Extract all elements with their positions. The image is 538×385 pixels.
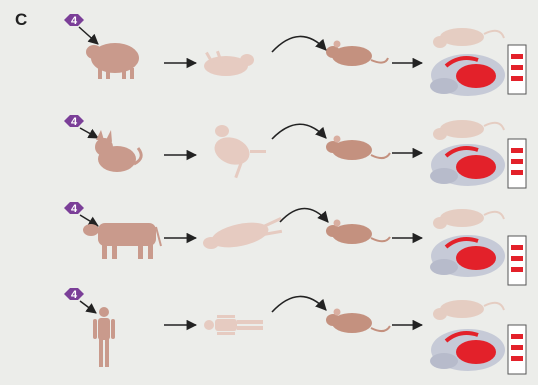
svg-text:4: 4 [71,116,78,128]
brain-icon [430,329,505,371]
brain-icon [430,235,505,277]
mouse-icon [326,220,390,245]
sick-mouse-icon [433,120,504,140]
brain-icon [430,144,505,186]
brain-icon [430,54,505,96]
row-cow: 4 [64,202,526,285]
badge: 4 [64,115,98,138]
svg-text:4: 4 [71,203,78,215]
sick-mouse-icon [433,28,504,48]
svg-text:4: 4 [71,289,78,301]
dead-sheep-icon [204,51,254,76]
cat-icon [95,130,141,172]
dead-cow-icon [203,217,282,252]
western-blot-icon [508,45,526,94]
sheep-icon [86,43,139,79]
mouse-icon [326,309,390,334]
western-blot-icon [508,139,526,188]
badge: 4 [64,14,98,44]
sick-mouse-icon [433,209,504,229]
mouse-icon [326,41,388,67]
western-blot-icon [508,325,526,374]
mouse-icon [326,136,390,161]
row-sheep: 4 [64,14,526,96]
row-cat: 4 [64,115,526,188]
dead-human-icon [204,315,263,335]
sick-mouse-icon [433,300,504,320]
human-icon [93,307,115,367]
row-human: 4 [64,288,526,374]
cow-icon [83,223,161,259]
svg-text:4: 4 [71,15,78,27]
badge: 4 [64,202,98,226]
western-blot-icon [508,236,526,285]
dead-cat-icon [211,125,266,178]
badge: 4 [64,288,96,313]
